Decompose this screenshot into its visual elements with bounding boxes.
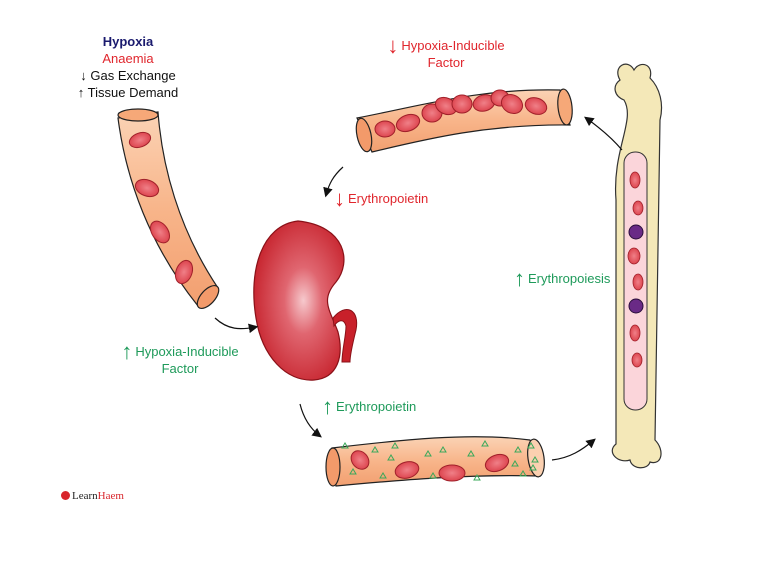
vessel-bottom-epo [325,436,545,487]
flow-arrows [214,116,623,461]
hif-decrease-label: ↓Hypoxia-Inducible Factor [376,35,516,71]
epo-decrease-label: ↓Erythropoietin [334,188,429,210]
red-blood-cell [149,220,171,244]
up-arrow-icon: ↑ [121,339,133,364]
logo-haem: Haem [97,490,124,502]
red-blood-cell [500,93,524,115]
arrow-vessel-to-kidney [214,317,259,334]
red-blood-cell [350,450,370,470]
red-blood-cell [395,113,421,133]
red-blood-cell [627,247,641,265]
hif-increase-label: ↑Hypoxia-Inducible Factor [110,341,250,377]
down-arrow-icon: ↓ [387,33,399,58]
erythropoietin-molecules [341,440,539,481]
gas-exchange-label: ↓ Gas Exchange [80,68,176,83]
red-blood-cell [174,259,194,285]
red-blood-cell [134,178,160,198]
red-blood-cell [374,120,396,138]
cause-block: Hypoxia Anaemia ↓ Gas Exchange ↑ Tissue … [66,33,190,101]
hif-decrease-line1: Hypoxia-Inducible [401,38,505,53]
vessel-top-crowded [355,88,573,153]
vessel-upper-left [117,108,220,310]
hif-decrease-line2: Factor [427,55,465,70]
red-blood-cell [438,464,466,482]
epo-decrease-text: Erythropoietin [348,191,429,206]
erythropoiesis-increase-label: ↑Erythropoiesis [514,268,611,290]
red-blood-cell [629,324,641,342]
red-blood-cell [524,97,548,115]
epo-increase-label: ↑Erythropoietin [322,396,417,418]
up-arrow-icon: ↑ [322,394,333,419]
anaemia-label: Anaemia [102,51,154,66]
red-blood-cell [632,200,644,216]
bone-marrow [611,63,663,469]
kidney [253,220,358,381]
arrow-bone-to-top-vessel [584,116,623,151]
red-blood-cell [451,94,473,114]
up-arrow-icon: ↑ [514,266,525,291]
tissue-demand-label: ↑ Tissue Demand [77,85,179,100]
erythroblast [628,298,644,314]
red-blood-cell [484,453,510,473]
arrow-top-vessel-to-epo [323,166,344,198]
hif-increase-line1: Hypoxia-Inducible [135,344,239,359]
erythropoiesis-text: Erythropoiesis [528,271,611,286]
logo-learn: Learn [72,490,98,502]
arrow-kidney-to-bottom-vessel [299,403,322,438]
red-blood-cell [629,171,641,189]
down-arrow-icon: ↓ [334,186,345,211]
learnhaem-logo: LearnHaem [61,490,124,502]
red-blood-cell [128,131,152,149]
logo-dot-icon [61,491,70,500]
hypoxia-title: Hypoxia [102,34,154,49]
erythroblast [628,224,644,240]
hif-increase-line2: Factor [161,361,199,376]
red-blood-cell [394,461,420,479]
red-blood-cell [632,273,644,291]
arrow-bottom-vessel-to-bone [551,438,596,461]
red-blood-cell [631,352,643,368]
epo-increase-text: Erythropoietin [336,399,417,414]
